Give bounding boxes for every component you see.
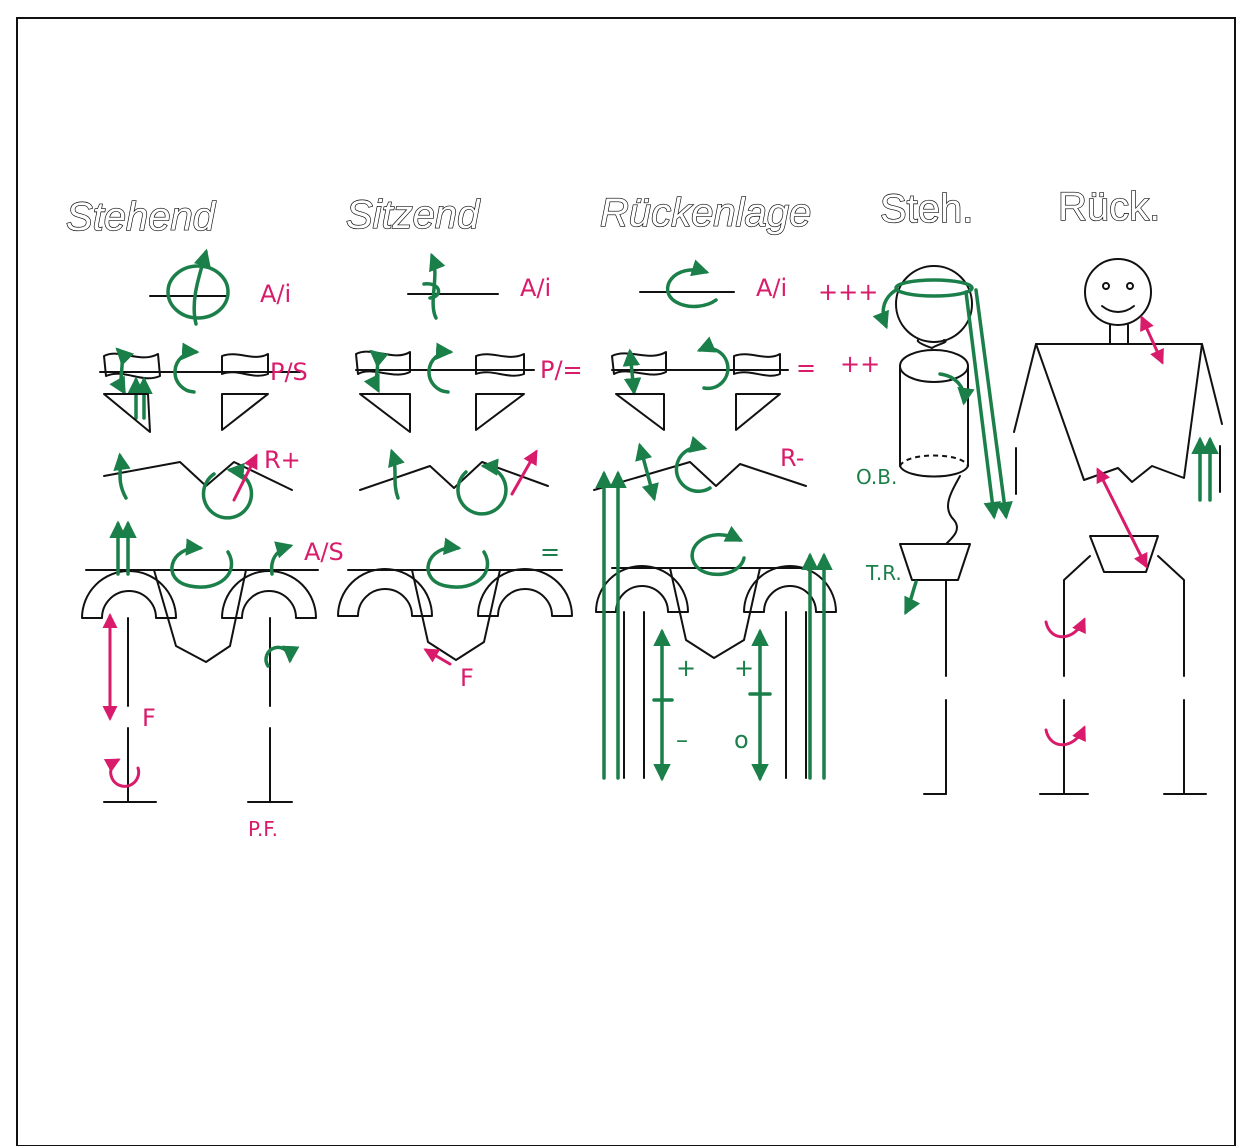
sitzend-thorax-pink-arrow bbox=[512, 452, 536, 494]
rueckenlage-head-label: A/i bbox=[756, 274, 787, 302]
rueckenlage-leg-plus-right: + bbox=[734, 654, 754, 682]
rueckenlage-shoulder-rotation-arrow bbox=[700, 348, 728, 388]
sitzend-sacrum-label: F bbox=[460, 664, 474, 692]
stehend-left-foot-rotation-arrow bbox=[111, 760, 139, 786]
steh-figure: +++ ++ O.B. T.R. bbox=[818, 266, 1006, 794]
rueck-left-hip bbox=[1064, 556, 1090, 676]
rueck-right-hip bbox=[1158, 556, 1184, 676]
sitzend-sacrum-arrow bbox=[426, 650, 450, 664]
sitzend-pelvis-label: = bbox=[540, 538, 560, 566]
steh-chest-bottom bbox=[900, 466, 968, 477]
steh-chest-top bbox=[900, 350, 968, 382]
stehend-pelvis-label: A/S bbox=[304, 538, 344, 566]
heading-stehend: Stehend bbox=[66, 195, 217, 239]
rueckenlage-left-shoulder-block bbox=[612, 352, 666, 375]
rueck-left-eye bbox=[1103, 283, 1109, 289]
heading-sitzend: Sitzend bbox=[346, 193, 481, 237]
sitzend-shoulder-rotation-arrow bbox=[429, 352, 450, 392]
steh-pelvis-tilt-arrow bbox=[906, 582, 916, 612]
steh-waist bbox=[946, 476, 960, 544]
sitzend-shoulder-label: P/= bbox=[540, 356, 583, 384]
stehend-sacrum bbox=[154, 570, 246, 662]
stehend-shoulder-label: P/S bbox=[270, 358, 308, 386]
rueckenlage-right-scapula bbox=[736, 394, 780, 430]
stehend-right-scapula bbox=[222, 394, 268, 430]
rueck-neck-pink-arrow bbox=[1142, 318, 1162, 362]
page-frame bbox=[17, 18, 1235, 1146]
heading-rueckenlage: Rückenlage bbox=[600, 191, 811, 235]
stehend-head-label: A/i bbox=[260, 280, 291, 308]
stehend-pelvis-rotation-arrow bbox=[172, 548, 232, 587]
rueckenlage-leg-minus-left: – bbox=[676, 726, 688, 754]
steh-ob-label: O.B. bbox=[856, 465, 897, 489]
rueck-figure bbox=[1014, 259, 1222, 794]
rueckenlage-leg-plus-left: + bbox=[676, 654, 696, 682]
rueckenlage-shoulder-label: = bbox=[796, 354, 816, 382]
sitzend-left-scapula bbox=[360, 394, 410, 432]
steh-head-tilt-arrow bbox=[883, 290, 896, 326]
steh-tr-label: T.R. bbox=[865, 561, 902, 585]
rueck-left-arm bbox=[1014, 344, 1036, 432]
steh-head-rotation-arrow bbox=[896, 280, 972, 296]
stehend-column: A/i P/S R+ A/S F bbox=[82, 252, 344, 841]
stehend-head-tilt-arrow bbox=[194, 252, 206, 324]
stehend-right-hip-arch bbox=[222, 571, 316, 618]
sitzend-thorax-tilt-arrow bbox=[392, 452, 398, 498]
sitzend-column: A/i P/= = F bbox=[338, 256, 583, 692]
stehend-leg-label: F bbox=[142, 704, 156, 732]
rueckenlage-shoulder-tilt-arrow bbox=[630, 352, 634, 392]
rueckenlage-thorax-rotation-arrow bbox=[676, 447, 710, 491]
heading-steh: Steh. bbox=[880, 187, 973, 231]
stehend-foot-label: P.F. bbox=[248, 817, 278, 841]
rueck-torso bbox=[1036, 344, 1202, 482]
rueck-head bbox=[1085, 259, 1151, 325]
rueck-right-eye bbox=[1127, 283, 1133, 289]
stehend-head-rotation-arrow bbox=[168, 266, 228, 318]
sitzend-right-scapula bbox=[476, 394, 524, 430]
steh-chest-label: ++ bbox=[840, 350, 880, 378]
steh-chest-bottom-back bbox=[900, 456, 968, 467]
rueckenlage-thorax-line bbox=[594, 462, 806, 490]
steh-chest-rotation-arrow bbox=[940, 374, 964, 402]
rueckenlage-thorax-tilt-arrow bbox=[640, 446, 654, 498]
rueckenlage-thorax-label: R- bbox=[780, 444, 804, 472]
steh-head-label: +++ bbox=[818, 278, 878, 306]
sitzend-right-shoulder-block bbox=[476, 354, 524, 376]
rueck-right-arm bbox=[1202, 344, 1222, 424]
sitzend-thorax-line bbox=[360, 462, 548, 490]
rueckenlage-left-scapula bbox=[616, 394, 664, 430]
rueckenlage-head-rotation-arrow bbox=[668, 270, 716, 307]
rueckenlage-column: A/i = R- + – + o bbox=[594, 270, 836, 778]
stehend-left-shoulder-block bbox=[104, 354, 160, 379]
sitzend-thorax-rotation-arrow bbox=[458, 466, 506, 514]
rueck-diagonal-pink-arrow bbox=[1098, 470, 1146, 566]
stehend-thorax-tilt-arrow bbox=[120, 456, 126, 498]
steh-pelvis bbox=[900, 544, 970, 580]
heading-rueck: Rück. bbox=[1058, 185, 1160, 229]
stehend-thorax-label: R+ bbox=[264, 446, 301, 474]
rueckenlage-right-shoulder-block bbox=[734, 354, 780, 376]
sitzend-pelvis-rotation-arrow bbox=[428, 548, 488, 587]
sitzend-head-label: A/i bbox=[520, 274, 551, 302]
rueck-mouth bbox=[1102, 306, 1134, 312]
rueckenlage-right-hip-arch bbox=[744, 566, 836, 612]
rueckenlage-leg-zero-right: o bbox=[734, 726, 749, 754]
sitzend-head-rotation-arrow bbox=[424, 284, 439, 298]
sitzend-left-shoulder-block bbox=[356, 352, 410, 375]
steh-head bbox=[896, 266, 972, 342]
rueck-pelvis bbox=[1090, 536, 1158, 572]
